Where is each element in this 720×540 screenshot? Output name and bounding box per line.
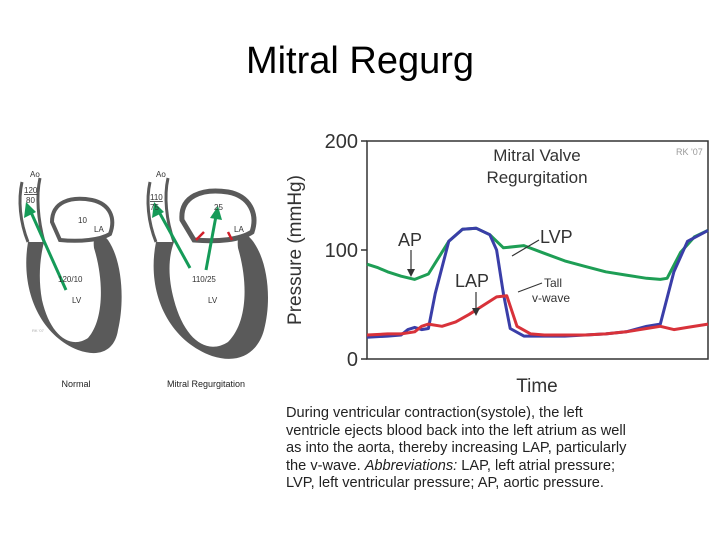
normal-la-pressure: 10: [78, 216, 87, 225]
annotation-lap-arrowhead: [472, 308, 480, 316]
caption-abbrev-label: Abbreviations:: [364, 457, 458, 474]
pressure-chart: 0 100 200 Mitral Valve Regurgitation RK '0…: [285, 131, 709, 397]
mr-ao-sys: 110: [150, 193, 163, 202]
mr-lv-label: LV: [208, 296, 218, 305]
annotation-lvp-arrow: [511, 239, 540, 257]
mr-heart: Ao 110 75 25 LA 110/25 LV Mitral Regurgi…: [146, 170, 268, 389]
mr-lv-pressure: 110/25: [192, 275, 216, 284]
normal-la-wall: [49, 196, 115, 243]
series-line-ap: [366, 226, 709, 281]
normal-lv-pressure: 120/10: [58, 275, 83, 284]
normal-heart: Ao 120 80 10 LA 120/10 LV RK '07 Normal: [18, 170, 122, 389]
caption-line-5: LVP, left ventricular pressure; AP, aort…: [286, 475, 604, 492]
mr-flow-arrow-aorta: [156, 209, 192, 269]
annotation-lap: LAP: [455, 271, 489, 291]
annotation-lvp: LVP: [540, 227, 573, 247]
normal-lv-label: LV: [72, 296, 82, 305]
normal-lv-wall: [26, 233, 122, 354]
normal-flow-arrowhead: [24, 202, 36, 218]
annotation-ap: AP: [398, 230, 422, 250]
mr-la-label: LA: [234, 225, 244, 234]
mr-flow-arrow-la: [204, 215, 218, 271]
slide-title: Mitral Regurg: [245, 40, 475, 82]
chart-title-line1: Mitral Valve: [493, 146, 581, 165]
mr-ao-dia: 75: [150, 203, 159, 212]
normal-flow-arrow: [28, 209, 68, 291]
mr-flow-arrowhead-aorta: [152, 202, 164, 218]
normal-la-label: LA: [94, 225, 104, 234]
normal-signature: RK '07: [32, 328, 45, 333]
mr-ao-label: Ao: [156, 170, 166, 179]
y-tick-label: 0: [347, 349, 358, 371]
y-tick-label: 100: [325, 240, 358, 262]
annotation-v-wave-arrow: [517, 282, 543, 293]
heart-diagram: Ao 120 80 10 LA 120/10 LV RK '07 Normal …: [18, 170, 268, 389]
x-axis-label: Time: [516, 376, 558, 397]
caption-line-3: as into the aorta, thereby increasing LA…: [286, 440, 627, 457]
mr-regurg-jet: [195, 231, 234, 241]
normal-ao-sys: 120: [24, 186, 38, 195]
mr-caption: Mitral Regurgitation: [167, 379, 245, 389]
chart-title-line2: Regurgitation: [486, 168, 587, 187]
series-line-lap: [366, 294, 709, 337]
series-line-lvp: [366, 226, 709, 339]
y-axis-label: Pressure (mmHg): [285, 175, 306, 325]
mr-la-pressure: 25: [214, 203, 223, 212]
normal-ao-label: Ao: [30, 170, 40, 179]
mr-lv-wall: [153, 233, 268, 359]
annotation-ap-arrowhead: [407, 269, 415, 277]
caption-line-1: During ventricular contraction(systole),…: [286, 405, 583, 421]
mr-flow-arrowhead-la: [210, 206, 222, 220]
annotation-tall: Tall: [544, 276, 562, 290]
normal-caption: Normal: [61, 379, 90, 389]
y-tick-label: 200: [325, 131, 358, 153]
caption-line-4-a: the v-wave.: [286, 457, 365, 474]
annotation-v-wave: v-wave: [532, 291, 570, 305]
caption-line-4-c: LAP, left atrial pressure;: [457, 457, 616, 474]
caption-line-4: the v-wave. Abbreviations: LAP, left atr…: [286, 458, 716, 476]
caption: During ventricular contraction(systole),…: [286, 405, 716, 493]
chart-signature: RK '07: [676, 147, 703, 157]
caption-line-2: ventricle ejects blood back into the lef…: [286, 422, 626, 439]
normal-ao-dia: 80: [26, 196, 35, 205]
